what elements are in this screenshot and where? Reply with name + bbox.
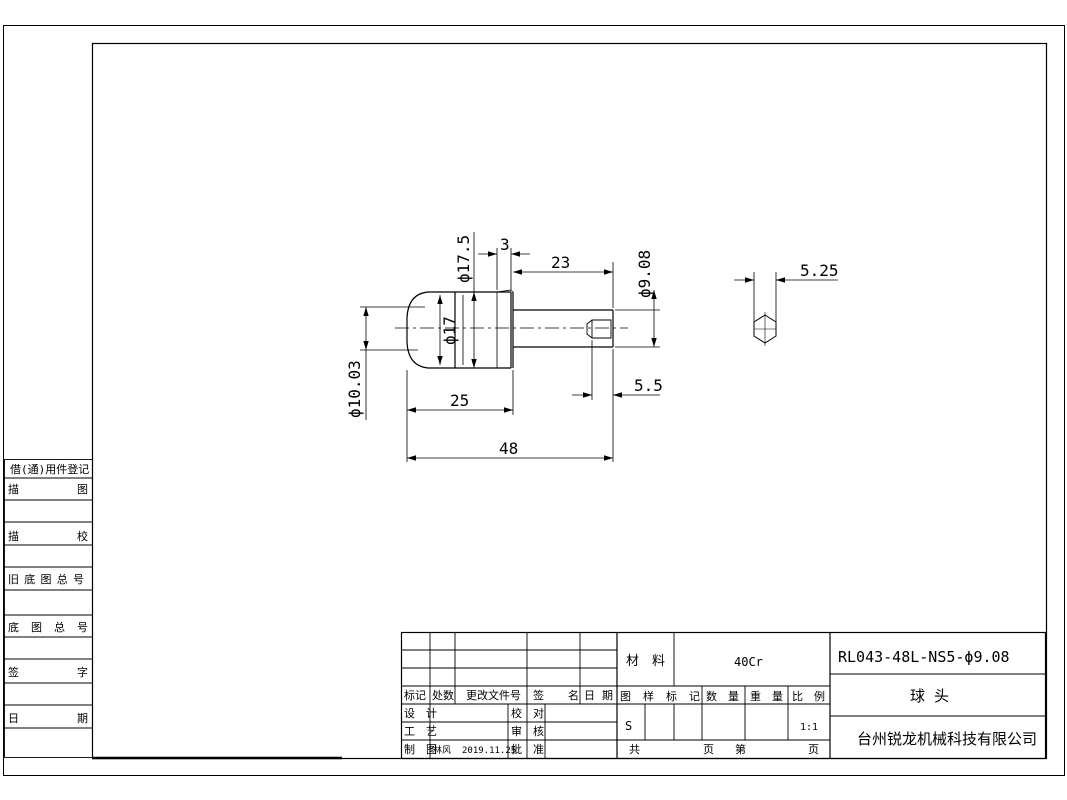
dim-5-5: 5.5 — [634, 376, 663, 395]
rev-header-date-1: 日 — [584, 689, 595, 702]
dimension-lines — [360, 232, 660, 462]
sample-header-qty: 数 量 — [706, 690, 739, 703]
page-label: 页 — [703, 743, 714, 756]
check-approve: 批 准 — [511, 742, 544, 756]
register-row-4: 底 图 总 号 — [8, 620, 88, 634]
title-block: 标记 处数 更改文件号 签 名 日 期 设 计 工 艺 制 图 校 对 审 核 … — [400, 631, 1047, 760]
part-name: 球 头 — [910, 687, 949, 705]
dim-25: 25 — [450, 391, 469, 410]
drafter-date: 2019.11.25 — [462, 746, 516, 756]
side-register: 借(通)用件登记 描 图 描 校 旧底图总号 底 图 总 号 签 字 日 期 — [4, 459, 93, 758]
sample-header-mark: 图 样 标 记 — [620, 689, 700, 703]
rev-header-mark: 标记 — [404, 688, 426, 702]
dim-phi17: ϕ17 — [440, 316, 459, 345]
dim-23: 23 — [551, 253, 570, 272]
dimension-texts: ϕ17.5 3 23 ϕ9.08 ϕ17 ϕ10.03 25 5.5 48 5.… — [345, 235, 839, 458]
dim-5-25: 5.25 — [800, 261, 839, 280]
register-row-5: 签 字 — [8, 665, 88, 679]
check-proof: 校 对 — [511, 706, 544, 720]
register-row-6: 日 期 — [8, 712, 88, 725]
drafter-name: 林风 — [433, 744, 451, 756]
dim-phi17-5: ϕ17.5 — [454, 235, 473, 283]
material-label: 材 料 — [626, 654, 665, 669]
part-side-view — [734, 272, 838, 346]
check-review: 审 核 — [511, 724, 544, 738]
part-front-view — [395, 289, 628, 369]
scale-value: 1:1 — [800, 722, 818, 733]
sample-header-weight: 重 量 — [750, 689, 783, 703]
dim-3: 3 — [500, 235, 510, 254]
rev-header-count: 处数 — [432, 689, 454, 702]
dim-phi9-08: ϕ9.08 — [635, 250, 654, 298]
sample-mark: S — [625, 719, 632, 733]
role-design: 设 计 — [404, 707, 437, 720]
rev-header-sign-2: 名 — [568, 688, 579, 702]
page-label-2: 页 — [808, 743, 819, 756]
register-title: 借(通)用件登记 — [10, 462, 89, 476]
dim-phi10-03: ϕ10.03 — [345, 360, 364, 418]
nth-label: 第 — [735, 742, 746, 756]
register-row-2: 描 校 — [8, 529, 88, 543]
part-number: RL043-48L-NS5-ϕ9.08 — [838, 648, 1010, 666]
register-row-1: 描 图 — [8, 482, 88, 496]
rev-header-docno: 更改文件号 — [466, 688, 521, 702]
register-row-3: 旧底图总号 — [8, 572, 84, 586]
material-value: 40Cr — [734, 655, 763, 669]
role-process: 工 艺 — [404, 725, 437, 738]
dim-48: 48 — [499, 439, 518, 458]
rev-header-date-2: 期 — [602, 689, 613, 702]
total-label: 共 — [629, 743, 640, 756]
rev-header-sign-1: 签 — [533, 688, 544, 702]
role-drawing: 制 图 — [404, 743, 437, 756]
sample-header-scale: 比 例 — [792, 689, 825, 703]
company-name: 台州锐龙机械科技有限公司 — [857, 730, 1037, 748]
